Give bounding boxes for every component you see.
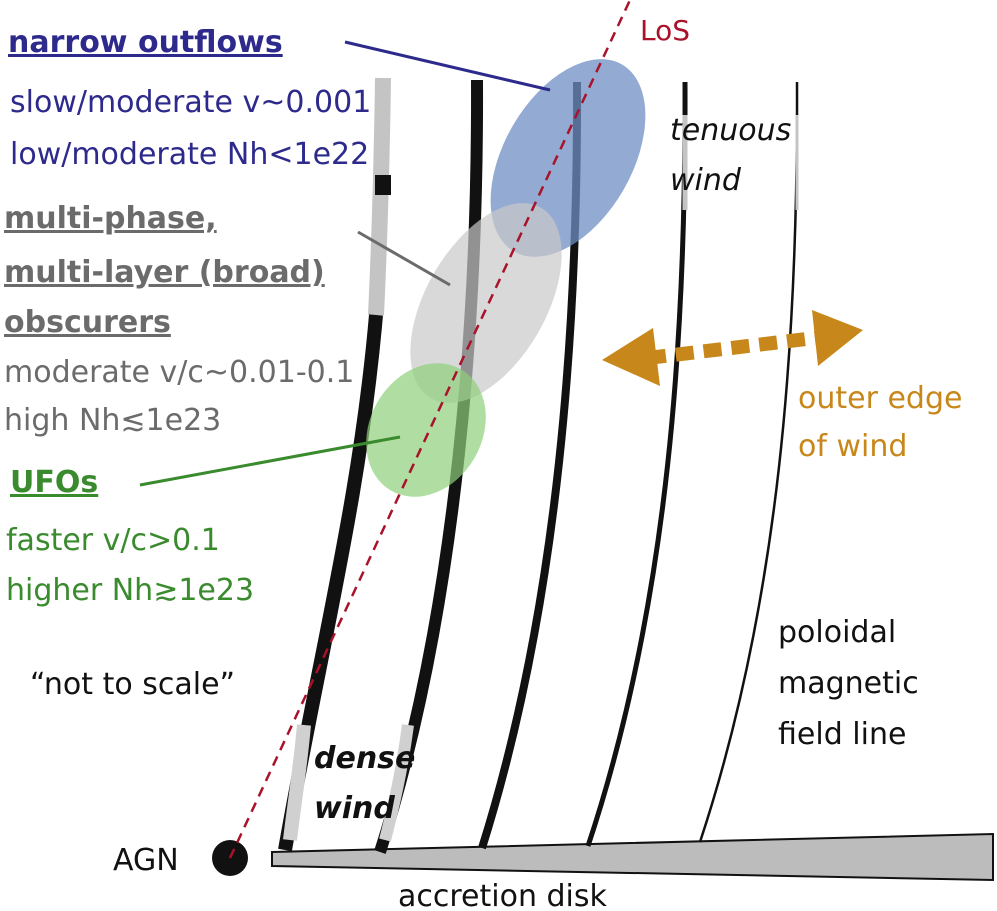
field-line-label-2: magnetic	[778, 666, 919, 701]
ufo-region	[366, 363, 486, 497]
dense-wind-line1: dense	[314, 741, 415, 776]
narrow-outflow-leader	[344, 40, 551, 92]
field-line-label-3: field line	[778, 717, 906, 752]
obscurers-line2: high Nh≲1e23	[4, 403, 221, 438]
obscurers-title-1: multi-phase,	[4, 201, 217, 236]
tenuous-wind-line2: wind	[670, 163, 742, 198]
outer-edge-line1: outer edge	[798, 381, 962, 416]
obscurer-leader	[357, 230, 451, 287]
dense-wind-line2: wind	[314, 791, 395, 826]
outer-edge-arrow-shaft	[647, 330, 824, 365]
ufos-line2: higher Nh≳1e23	[6, 573, 254, 608]
obscurer-region	[410, 203, 562, 403]
accretion-disk-label: accretion disk	[398, 879, 608, 911]
outer-edge-line2: of wind	[798, 429, 907, 464]
obscurers-title-2: multi-layer (broad)	[4, 255, 325, 290]
outer-edge-arrow-right-head	[812, 310, 863, 366]
obscurers-line1: moderate v/c~0.01-0.1	[4, 355, 354, 390]
outer-edge-arrow-left-head	[602, 328, 660, 386]
field-line-2-dense-highlight	[379, 724, 414, 842]
ufo-leader	[139, 435, 401, 487]
narrow-outflows-title: narrow outflows	[8, 25, 283, 60]
agn-label: AGN	[113, 843, 179, 878]
not-to-scale: “not to scale”	[30, 667, 235, 702]
line-of-sight	[228, 0, 632, 859]
narrow-outflows-line1: slow/moderate v~0.001	[10, 85, 371, 120]
field-line-1-light	[368, 77, 391, 316]
obscurers-title-3: obscurers	[4, 305, 171, 340]
los-label: LoS	[640, 14, 690, 47]
field-line-label-1: poloidal	[778, 615, 896, 650]
accretion-disk	[271, 832, 994, 882]
tenuous-wind-line1: tenuous	[670, 113, 791, 148]
ufos-line1: faster v/c>0.1	[6, 523, 220, 558]
narrow-outflows-line2: low/moderate Nh<1e22	[10, 137, 369, 172]
ufos-title: UFOs	[10, 465, 98, 500]
field-line-1-dense-highlight	[283, 724, 311, 841]
